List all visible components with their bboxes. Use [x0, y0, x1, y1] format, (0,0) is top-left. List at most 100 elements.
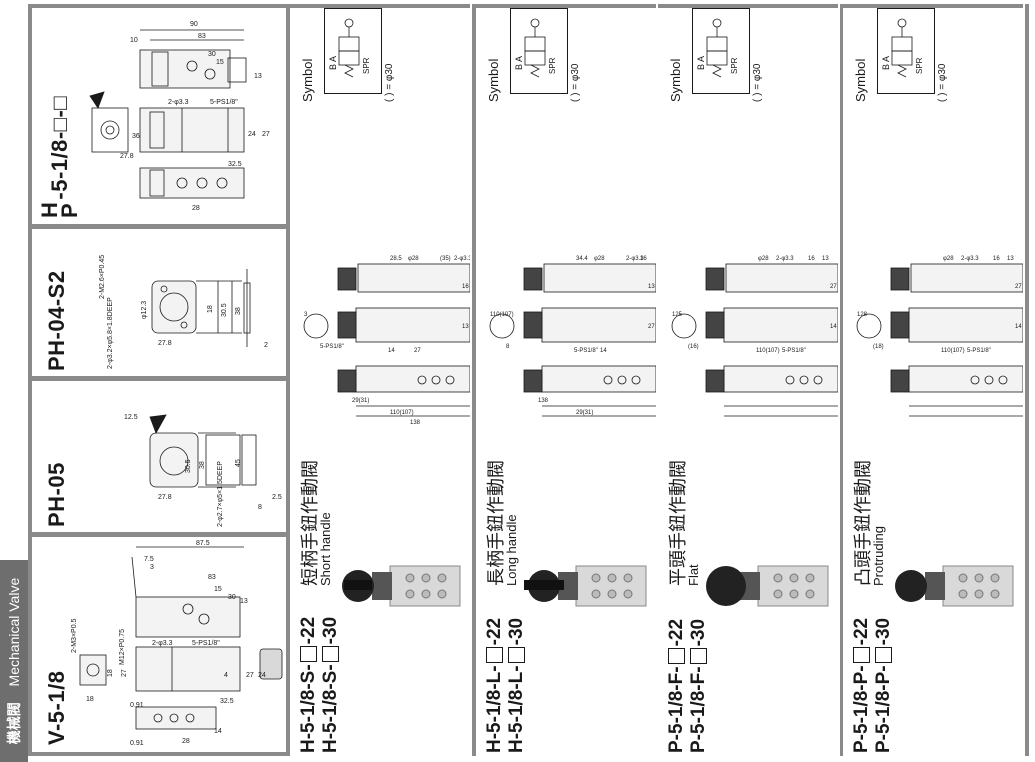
- dimension-label: 2-φ3.3: [776, 256, 794, 262]
- drawing-part: [785, 375, 795, 385]
- drawing-part: [603, 375, 613, 385]
- actuator-icon: [344, 18, 354, 28]
- drawing-part: [705, 267, 725, 291]
- panel-ph05: PH-05 12.5 30.5 38 45 2-φ2.7×φ5×1.5DEEP …: [32, 381, 286, 532]
- product-code: P-5-1/8-F--22: [666, 618, 687, 753]
- v-dim-13: 13: [240, 598, 248, 605]
- drawing-part: [725, 263, 838, 293]
- port-hole: [437, 573, 447, 583]
- hp-dim-30: 30: [208, 51, 216, 58]
- knob-icon: [706, 566, 746, 606]
- actuator-icon: [712, 18, 722, 28]
- column-top-rule: [658, 4, 838, 8]
- hp-dim-36: 36: [132, 133, 140, 140]
- product-photo: [706, 565, 829, 607]
- placeholder-box-icon: [300, 646, 318, 663]
- phi-note: ( ) = φ30: [384, 63, 395, 102]
- v-dim-m12: M12×P0.75: [119, 629, 126, 665]
- v-dim-18b: 18: [86, 696, 94, 703]
- dimension-label: 110(107): [490, 312, 514, 318]
- dimension-label: 16: [462, 284, 469, 290]
- drawing-part: [813, 375, 823, 385]
- spr-label: SPR: [362, 57, 371, 74]
- dimension-label: 5-PS1/8": [320, 344, 344, 350]
- column-separator: [472, 4, 476, 756]
- divider-2: [28, 376, 290, 381]
- panel-hp518: H P -5-1/8-□-□: [32, 8, 286, 224]
- phi-note: ( ) = φ30: [752, 63, 763, 102]
- port-hole: [958, 589, 968, 599]
- dimension-label: φ28: [758, 256, 769, 262]
- handle-icon: [524, 580, 564, 590]
- valve-symbol: [510, 8, 568, 94]
- port-hole: [607, 589, 617, 599]
- drawing-part: [357, 263, 470, 293]
- drawing-part: [970, 375, 980, 385]
- dimension-label: φ28: [594, 256, 605, 262]
- drawing-part: [799, 375, 809, 385]
- product-code: P-5-1/8-P--22: [851, 617, 872, 753]
- drawing-part: [705, 311, 725, 339]
- ph05-dim-deep: 2-φ2.7×φ5×1.5DEEP: [217, 461, 224, 527]
- dimension-label: 5-PS1/8": [782, 348, 806, 354]
- symbol-label: Symbol: [668, 58, 683, 102]
- v-dim-2phi: 2-φ3.3: [152, 640, 173, 647]
- product-code: H-5-1/8-S--22: [298, 616, 319, 753]
- phi-note: ( ) = φ30: [570, 63, 581, 102]
- dimension-label: 14: [1015, 324, 1022, 330]
- category-zh: 機械閥: [7, 702, 23, 745]
- ph04-dim-deep: 2-φ3.2×φ5.8×1.8DEEP: [107, 297, 114, 369]
- dimension-label: 27: [1015, 284, 1022, 290]
- dimension-label: 128: [857, 312, 868, 318]
- placeholder-box-icon: [668, 648, 686, 665]
- v518-drawing: 2-M3×P0.5 M12×P0.75 18 27 18 87.5 7.5 3 …: [71, 540, 283, 747]
- product-photo: [342, 565, 461, 607]
- placeholder-box-icon: [486, 647, 504, 664]
- hp-dim-27: 27: [262, 131, 270, 138]
- v-dim-0-91a: 0.91: [130, 702, 144, 709]
- v-dim-32-5: 32.5: [220, 698, 234, 705]
- dimension-label: 29(31): [352, 398, 369, 404]
- symbol-square: [706, 36, 728, 52]
- drawing-part: [984, 375, 994, 385]
- valve-symbol-icon: [891, 18, 913, 78]
- port-hole: [773, 589, 783, 599]
- drawing-part: [445, 375, 455, 385]
- valve-neck: [740, 572, 760, 600]
- dimension-label: 27: [830, 284, 837, 290]
- symbol-square: [706, 50, 728, 66]
- valve-symbol-icon: [524, 18, 546, 78]
- ph04-dim-2: 2: [264, 342, 268, 349]
- ph04-dim-18: 18: [207, 305, 214, 313]
- category-label: 機械閥 Mechanical Valve: [4, 560, 24, 762]
- dimension-label: 13: [462, 324, 469, 330]
- hp-dim-24: 24: [248, 131, 256, 138]
- v-dim-83: 83: [208, 574, 216, 581]
- panel-ph04s2: PH-04-S2 2-M2.6×P0.45 φ12.3 2-φ3.2×φ5.8×…: [32, 229, 286, 376]
- knob-icon: [895, 570, 927, 602]
- dimension-label: 13: [648, 284, 655, 290]
- port-labels: B A: [881, 55, 891, 70]
- drawing-part: [998, 375, 1008, 385]
- placeholder-box-icon: [690, 648, 708, 665]
- column-separator: [840, 4, 844, 756]
- port-hole: [405, 573, 415, 583]
- symbol-square: [891, 50, 913, 66]
- drawing-part: [910, 263, 1023, 293]
- handle-icon: [344, 580, 372, 590]
- valve-body: [757, 565, 829, 607]
- dimension-label: 3: [304, 312, 308, 318]
- dimension-label: (18): [873, 344, 884, 350]
- port-hole: [805, 573, 815, 583]
- port-hole: [990, 589, 1000, 599]
- drawing-part: [337, 267, 357, 291]
- dimension-label: 8: [506, 344, 510, 350]
- phi-note: ( ) = φ30: [937, 63, 948, 102]
- valve-symbol-icon: [706, 18, 728, 78]
- hp-dim-13: 13: [254, 73, 262, 80]
- ph05-dim-27-8: 27.8: [158, 494, 172, 501]
- port-hole: [789, 573, 799, 583]
- dimension-label: 14: [388, 348, 395, 354]
- valve-body: [942, 565, 1014, 607]
